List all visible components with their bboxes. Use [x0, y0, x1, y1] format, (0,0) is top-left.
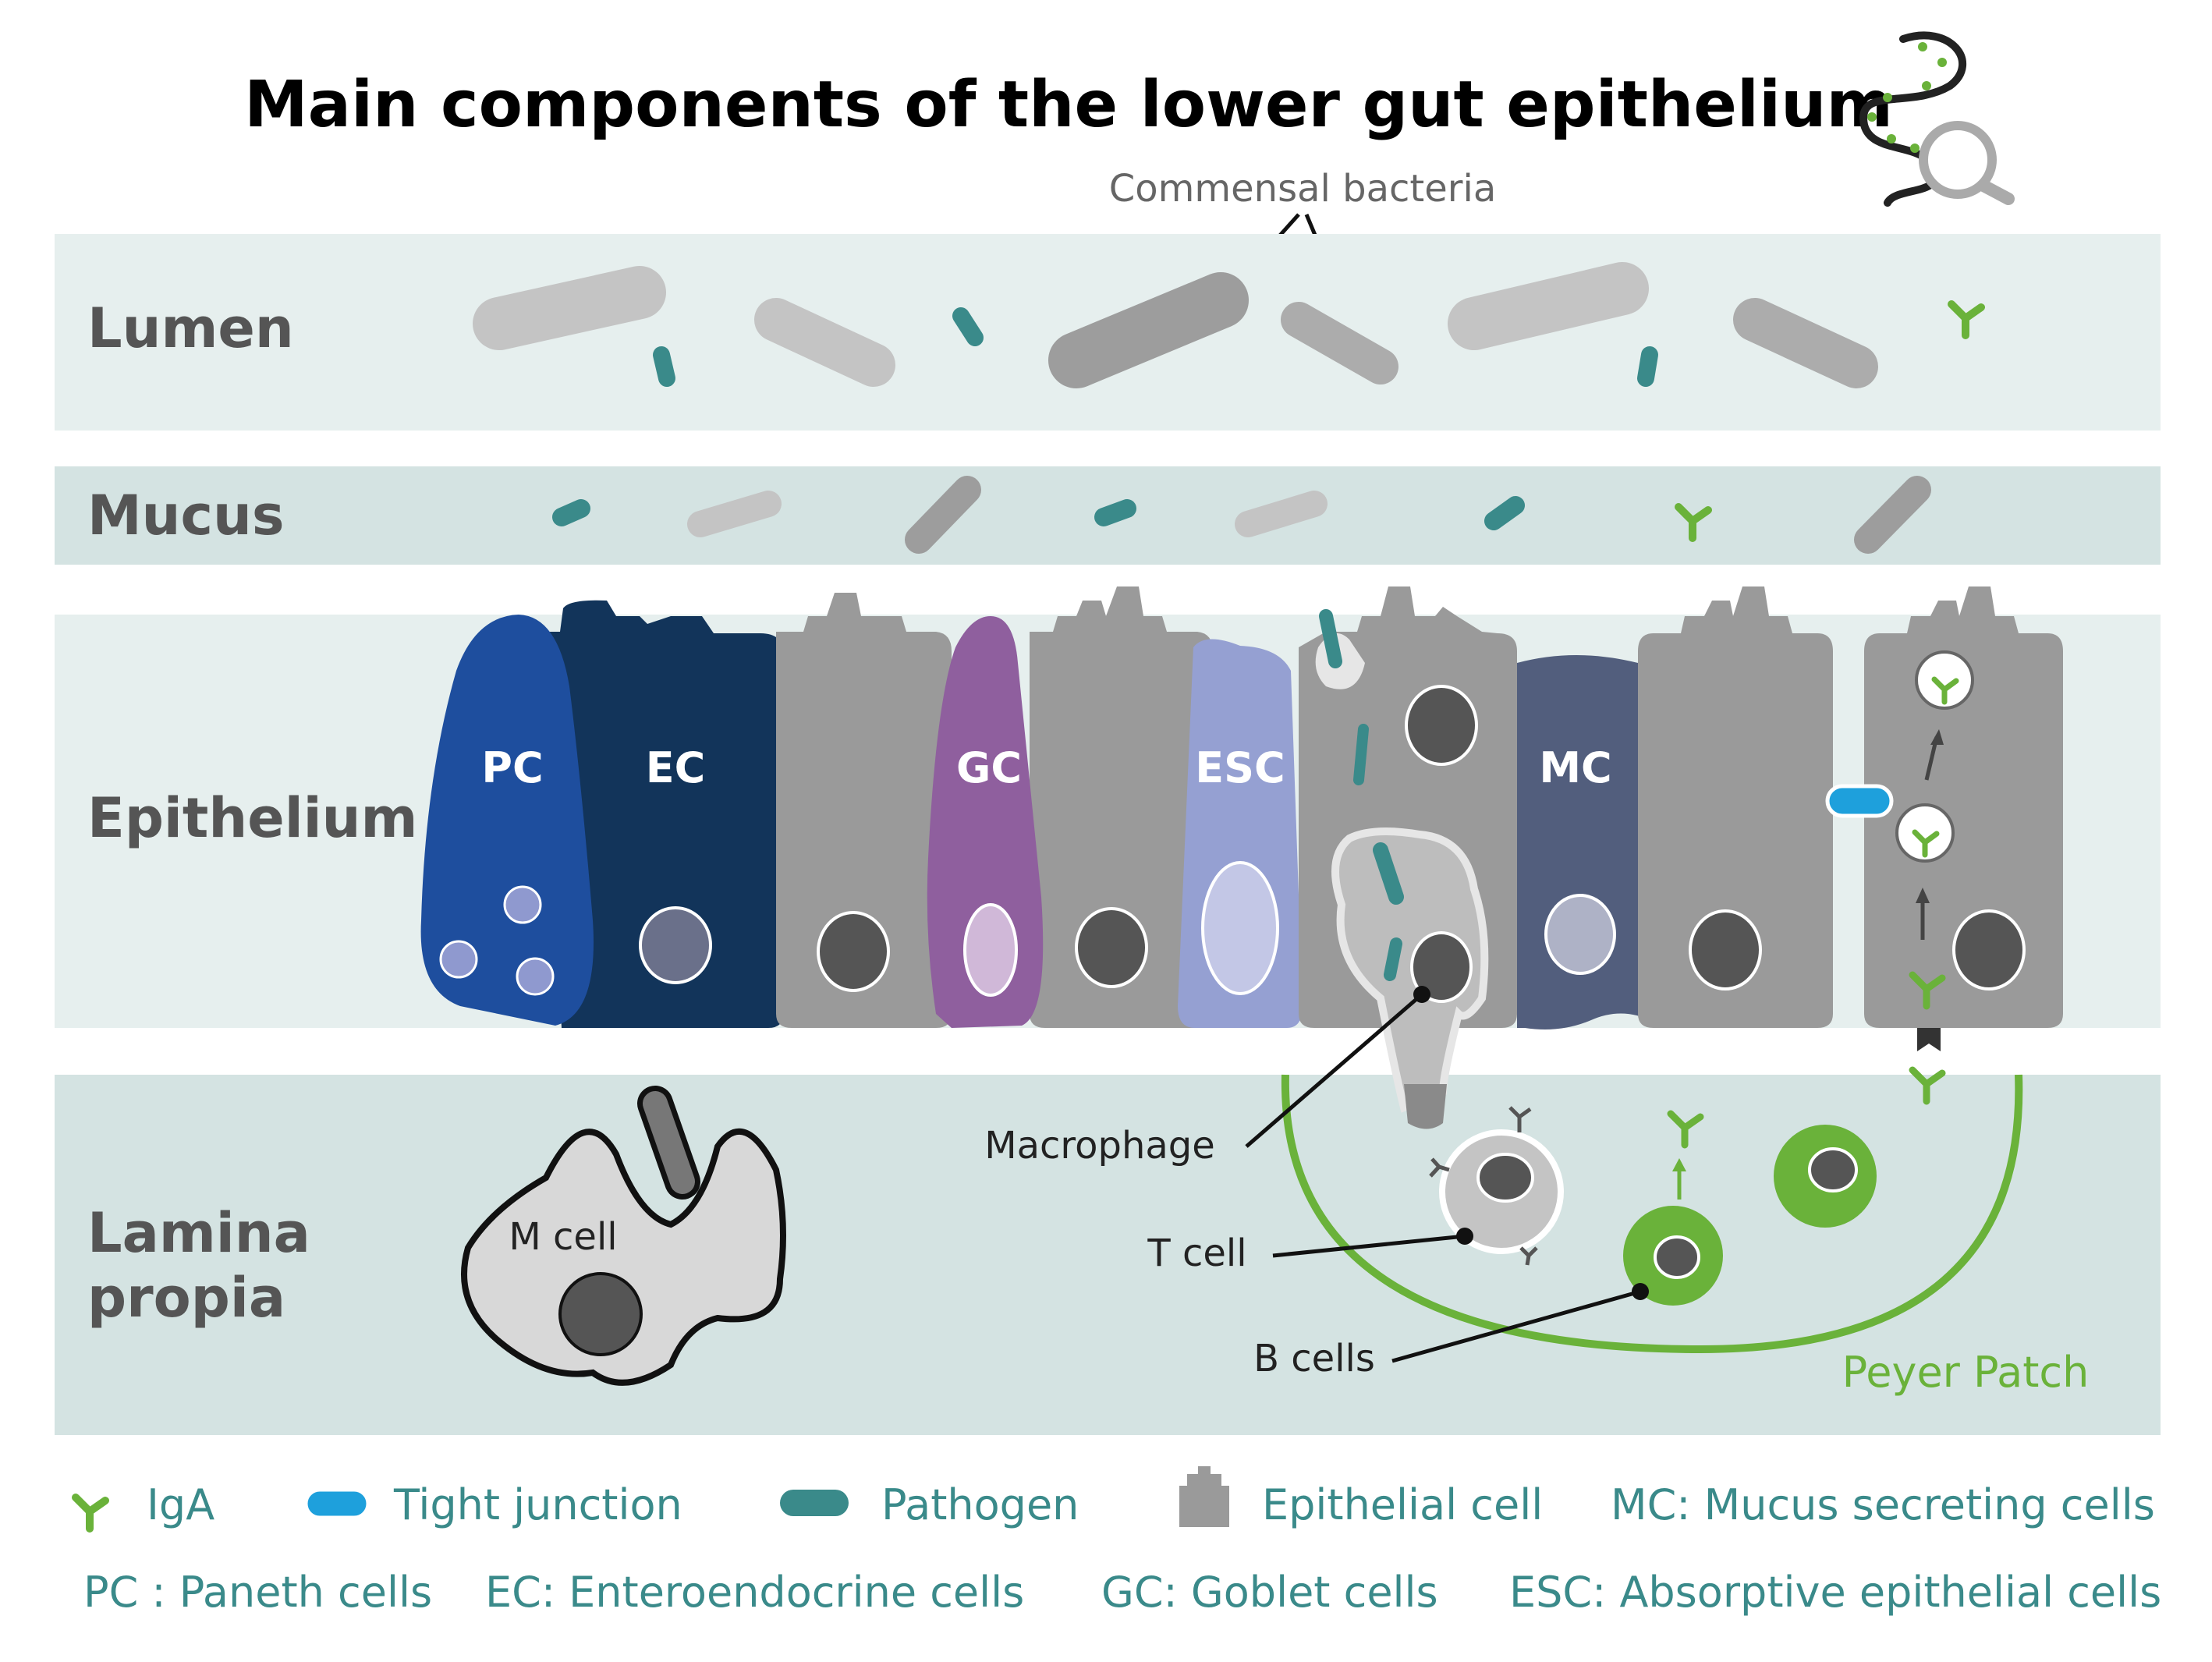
- lamina-label: Lamina: [87, 1201, 310, 1265]
- pc-label: PC: [481, 743, 543, 792]
- legend-pc: PC : Paneth cells: [83, 1568, 432, 1617]
- t-cell-dot: [1456, 1228, 1473, 1245]
- pathogen: [1353, 724, 1369, 785]
- legend-esc: ESC: Absorptive epithelial cells: [1509, 1568, 2161, 1617]
- b-cell: [1774, 1125, 1877, 1228]
- commensal-bacteria-label: Commensal bacteria: [1109, 167, 1496, 211]
- legend-iga: IgA: [147, 1480, 214, 1529]
- commensal-bacterium: [905, 476, 981, 554]
- legend-tight-junction: Tight junction: [393, 1480, 682, 1529]
- iga-antibody: [1912, 829, 1940, 858]
- commensal-bacterium: [1448, 262, 1649, 350]
- mucus-label: Mucus: [87, 484, 285, 548]
- macrophage-leader: [1245, 993, 1423, 1148]
- page-title: Main components of the lower gut epithel…: [244, 68, 1893, 142]
- pathogen: [1373, 842, 1404, 905]
- pathogen: [1319, 609, 1342, 668]
- legend-mc: MC: Mucus secreting cells: [1611, 1480, 2155, 1529]
- lumen-label: Lumen: [87, 296, 294, 360]
- b-cell: [1623, 1158, 1723, 1306]
- mucus-secreting-cell: MC: [1517, 655, 1654, 1030]
- pathogen-legend-icon: [780, 1490, 849, 1516]
- paneth-cell: PC: [420, 615, 594, 1026]
- peyer-patch-label: Peyer Patch: [1842, 1348, 2090, 1397]
- commensal-bacterium: [1048, 272, 1249, 388]
- legend-ec: EC: Enteroendocrine cells: [485, 1568, 1024, 1617]
- b-cells-dot: [1632, 1283, 1649, 1300]
- pathogen: [653, 346, 675, 387]
- t-cell: [1429, 1106, 1564, 1266]
- t-cell-leader: [1272, 1234, 1466, 1258]
- legend: IgA Tight junction Pathogen Epithelial c…: [76, 1466, 2161, 1617]
- iga-antibody: [1931, 676, 1959, 705]
- peyer-patch-boundary: [1281, 1074, 2023, 1354]
- macrophage: [1331, 827, 1489, 1129]
- epithelial-cell: [1864, 586, 2063, 1051]
- commensal-bacterium: [1281, 302, 1398, 384]
- legend-pathogen: Pathogen: [881, 1480, 1079, 1529]
- epithelium-label: Epithelium: [87, 786, 417, 850]
- pathogen: [952, 307, 984, 346]
- pathogen: [1384, 937, 1402, 981]
- macrophage-dot: [1413, 986, 1430, 1003]
- pathogen: [1637, 346, 1658, 387]
- enteroendocrine-cell: EC: [538, 600, 784, 1028]
- commensal-bacterium: [1733, 298, 1878, 388]
- commensal-bacterium: [1854, 476, 1931, 554]
- gc-label: GC: [956, 743, 1022, 792]
- esc-label: ESC: [1195, 743, 1285, 792]
- epithelial-cell: [1638, 586, 1833, 1028]
- pathogen: [552, 499, 590, 526]
- commensal-bacterium: [1235, 491, 1328, 537]
- commensal-bacterium: [687, 491, 782, 537]
- tight-junction-legend-icon: [303, 1487, 370, 1520]
- mc-label: MC: [1539, 743, 1611, 792]
- commensal-bacterium: [473, 266, 666, 350]
- ec-label: EC: [646, 743, 706, 792]
- propia-label: propia: [87, 1266, 285, 1330]
- legend-gc: GC: Goblet cells: [1101, 1568, 1438, 1617]
- b-cells-leader: [1391, 1289, 1641, 1363]
- epithelial-cell: [1030, 586, 1213, 1028]
- tight-junction: [1825, 784, 1894, 818]
- iga-legend-icon: [76, 1497, 105, 1529]
- b-cells-label: B cells: [1253, 1337, 1375, 1380]
- m-cell-label: M cell: [509, 1215, 617, 1259]
- goblet-cell: GC: [927, 616, 1044, 1028]
- epithelial-cell: [776, 593, 952, 1028]
- epithelial-cell-legend-icon: [1179, 1466, 1229, 1527]
- pathogen: [1094, 499, 1136, 526]
- t-cell-label: T cell: [1147, 1231, 1246, 1275]
- absorptive-epithelial-cell: ESC: [1178, 639, 1303, 1028]
- commensal-bacterium: [754, 298, 895, 387]
- lumen-bacteria: [473, 262, 1878, 388]
- gut-magnifier-icon: [1859, 31, 2015, 207]
- legend-epithelial-cell: Epithelial cell: [1262, 1480, 1543, 1529]
- pathogen: [1484, 496, 1525, 530]
- macrophage-label: Macrophage: [984, 1124, 1215, 1168]
- mucus-bacteria: [552, 476, 1931, 554]
- m-cell: M cell: [461, 1086, 786, 1386]
